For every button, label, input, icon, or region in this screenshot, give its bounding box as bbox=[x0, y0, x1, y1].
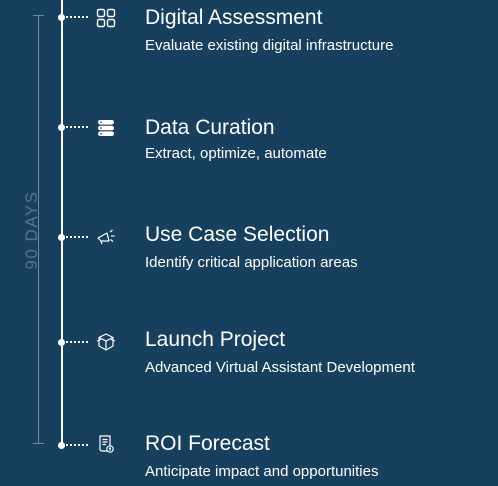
timeline-step-use-case-selection: Use Case Selection Identify critical app… bbox=[0, 220, 498, 280]
timeline-step-digital-assessment: Digital Assessment Evaluate existing dig… bbox=[0, 0, 498, 60]
step-title: Use Case Selection bbox=[145, 223, 330, 246]
timeline-connector bbox=[66, 16, 88, 18]
step-title: Digital Assessment bbox=[145, 6, 323, 29]
timeline-step-launch-project: Launch Project Advanced Virtual Assistan… bbox=[0, 325, 498, 385]
step-title: Launch Project bbox=[145, 328, 286, 351]
megaphone-icon bbox=[96, 227, 116, 247]
step-subtitle: Advanced Virtual Assistant Development bbox=[145, 359, 415, 376]
duration-bracket-line bbox=[38, 15, 39, 443]
step-subtitle: Identify critical application areas bbox=[145, 254, 358, 271]
database-icon bbox=[96, 118, 116, 138]
timeline-line bbox=[61, 0, 63, 448]
step-subtitle: Anticipate impact and opportunities bbox=[145, 463, 379, 480]
timeline-node bbox=[58, 442, 65, 449]
step-subtitle: Extract, optimize, automate bbox=[145, 145, 327, 162]
grid-icon bbox=[96, 8, 116, 28]
timeline-connector bbox=[66, 341, 88, 343]
step-subtitle: Evaluate existing digital infrastructure bbox=[145, 37, 394, 54]
cube-icon bbox=[96, 332, 116, 352]
duration-bracket-bottom-tick bbox=[33, 443, 44, 444]
timeline-node bbox=[58, 124, 65, 131]
timeline-connector bbox=[66, 126, 88, 128]
timeline-node bbox=[58, 339, 65, 346]
step-title: ROI Forecast bbox=[145, 432, 270, 455]
receipt-icon bbox=[96, 434, 116, 454]
timeline-node bbox=[58, 14, 65, 21]
step-title: Data Curation bbox=[145, 116, 275, 139]
timeline-step-data-curation: Data Curation Extract, optimize, automat… bbox=[0, 110, 498, 170]
timeline-node bbox=[58, 234, 65, 241]
timeline-connector bbox=[66, 236, 88, 238]
timeline-connector bbox=[66, 444, 88, 446]
timeline-step-roi-forecast: ROI Forecast Anticipate impact and oppor… bbox=[0, 425, 498, 485]
duration-bracket-top-tick bbox=[33, 15, 44, 16]
